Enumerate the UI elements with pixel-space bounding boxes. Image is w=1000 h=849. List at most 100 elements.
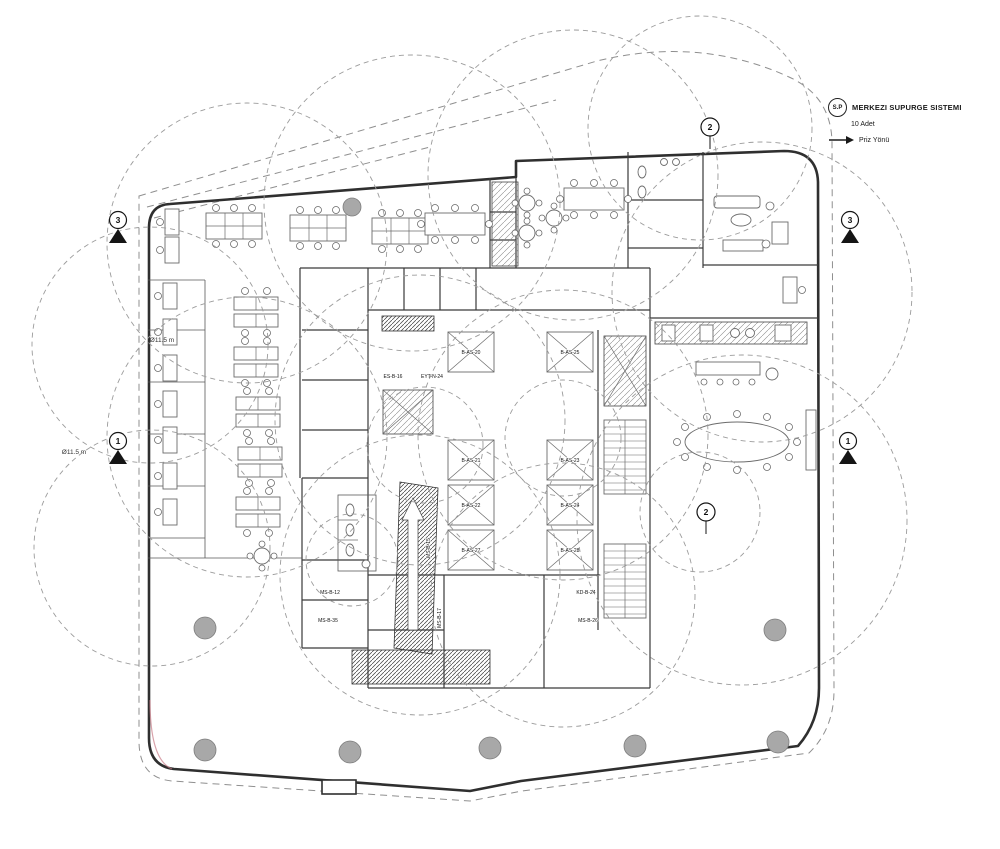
structural-column: [342, 197, 362, 217]
desk-cluster: [233, 287, 279, 337]
stair-flight: [603, 419, 647, 495]
desk: [154, 462, 178, 490]
labels-layer: B-AS-20 B-AS-25B-AS-21B-AS-22B-AS-27 B-AS-…: [62, 337, 599, 628]
desk-cluster: [235, 487, 281, 537]
vacuum-coverage-circle: [576, 354, 908, 686]
kitchen-counter: [654, 321, 808, 386]
structural-column: [478, 736, 502, 760]
elevation-bubble: 2: [696, 502, 716, 534]
desk: [156, 236, 180, 264]
legend-title: MERKEZI SUPURGE SISTEMI: [852, 103, 962, 112]
stair-flight: [603, 543, 647, 619]
radius-label: Ø11.5 m: [62, 449, 86, 456]
svg-text:3: 3: [848, 215, 853, 225]
desk: [782, 276, 806, 304]
accent-curb-line: [149, 699, 173, 770]
svg-text:2: 2: [704, 507, 709, 517]
vacuum-coverage-circle: [611, 141, 913, 443]
svg-text:2: 2: [708, 122, 713, 132]
vacuum-coverage-circle: [33, 429, 271, 667]
room-label: MS-B-26: [578, 618, 598, 624]
room-label: MS-B-35: [318, 618, 338, 624]
svg-text:1: 1: [846, 436, 851, 446]
radius-label: Ø11.5 m: [150, 337, 174, 344]
cafe-table: [246, 540, 278, 572]
desk: [154, 354, 178, 382]
section-marker: 3: [108, 210, 128, 243]
credenza: [805, 409, 817, 471]
room-label: ES-B-16: [384, 374, 403, 380]
vacuum-coverage-layer: [31, 15, 913, 728]
room-label: MS-B-17: [437, 608, 443, 628]
section-marker: 3: [840, 210, 860, 243]
vacuum-coverage-circle: [106, 102, 388, 384]
legend-arrow-label: Priz Yönü: [859, 136, 890, 144]
furniture-layer: [154, 158, 817, 572]
vacuum-coverage-circle: [504, 379, 622, 497]
desk: [154, 390, 178, 418]
stair-direction-arrow: [401, 497, 425, 631]
room-label: B-AS-24: [561, 503, 580, 509]
lounge-furniture: [713, 195, 789, 252]
vacuum-coverage-circle: [587, 15, 813, 241]
legend: S.P MERKEZI SUPURGE SISTEMI 10 Adet Priz…: [828, 98, 993, 145]
vacuum-coverage-circle: [427, 29, 719, 321]
vacuum-coverage-circle: [274, 274, 566, 566]
boardroom-table: [673, 410, 801, 474]
desk: [154, 498, 178, 526]
structural-column: [193, 738, 217, 762]
desk-cluster: [289, 206, 347, 250]
desk-cluster: [233, 337, 279, 387]
structural-column: [338, 740, 362, 764]
room-label: B-AS-23: [561, 458, 580, 464]
section-marker: 1: [108, 431, 128, 464]
svg-text:3: 3: [116, 215, 121, 225]
vacuum-coverage-circle: [106, 296, 388, 578]
room-label: B-AS-28: [561, 548, 580, 554]
svg-text:1: 1: [116, 436, 121, 446]
room-label: KD-B-24: [576, 590, 595, 596]
desk-cluster: [237, 437, 283, 487]
room-label: EYT-N-24: [421, 374, 443, 380]
stairs: [603, 419, 647, 619]
room-label: B-AS-27: [462, 548, 481, 554]
vacuum-coverage-circle: [31, 226, 269, 464]
wc-fixtures: [337, 158, 680, 572]
meeting-table: [556, 179, 632, 219]
entrance-tab: [321, 779, 357, 795]
structural-column: [193, 616, 217, 640]
core-shafts: [351, 181, 647, 685]
property-boundary: [138, 51, 835, 802]
room-label: B-AS-22: [462, 503, 481, 509]
structural-column: [766, 730, 790, 754]
vacuum-coverage-circle: [279, 434, 561, 716]
building-outline: [147, 149, 821, 795]
legend-count: 10 Adet: [851, 121, 875, 128]
arrow-icon: [829, 136, 854, 144]
room-label: B-AS-20: [462, 350, 481, 356]
vacuum-coverage-circle: [430, 462, 696, 728]
elevator-bank: [447, 331, 594, 571]
vacuum-coverage-circle: [366, 386, 484, 504]
markers-layer: 3 1 3 1 2 2: [108, 117, 860, 534]
vacuum-coverage-circle: [263, 54, 561, 352]
sp-symbol: S.P: [828, 98, 847, 117]
desk-cluster: [235, 387, 281, 437]
desk: [154, 282, 178, 310]
vacuum-coverage-circle: [305, 513, 399, 607]
meeting-table: [417, 204, 493, 244]
room-label: MS-B-15: [426, 538, 432, 558]
desk-cluster: [205, 204, 263, 248]
section-marker: 1: [838, 431, 858, 464]
desk-cluster: [371, 209, 429, 253]
vacuum-coverage-circle: [639, 451, 761, 573]
room-label: B-AS-21: [462, 458, 481, 464]
structural-column: [623, 734, 647, 758]
structural-column: [763, 618, 787, 642]
elevation-bubble: 2: [700, 117, 720, 149]
room-label: B-AS-25: [561, 350, 580, 356]
desk: [156, 208, 180, 236]
columns-layer: [193, 197, 790, 764]
